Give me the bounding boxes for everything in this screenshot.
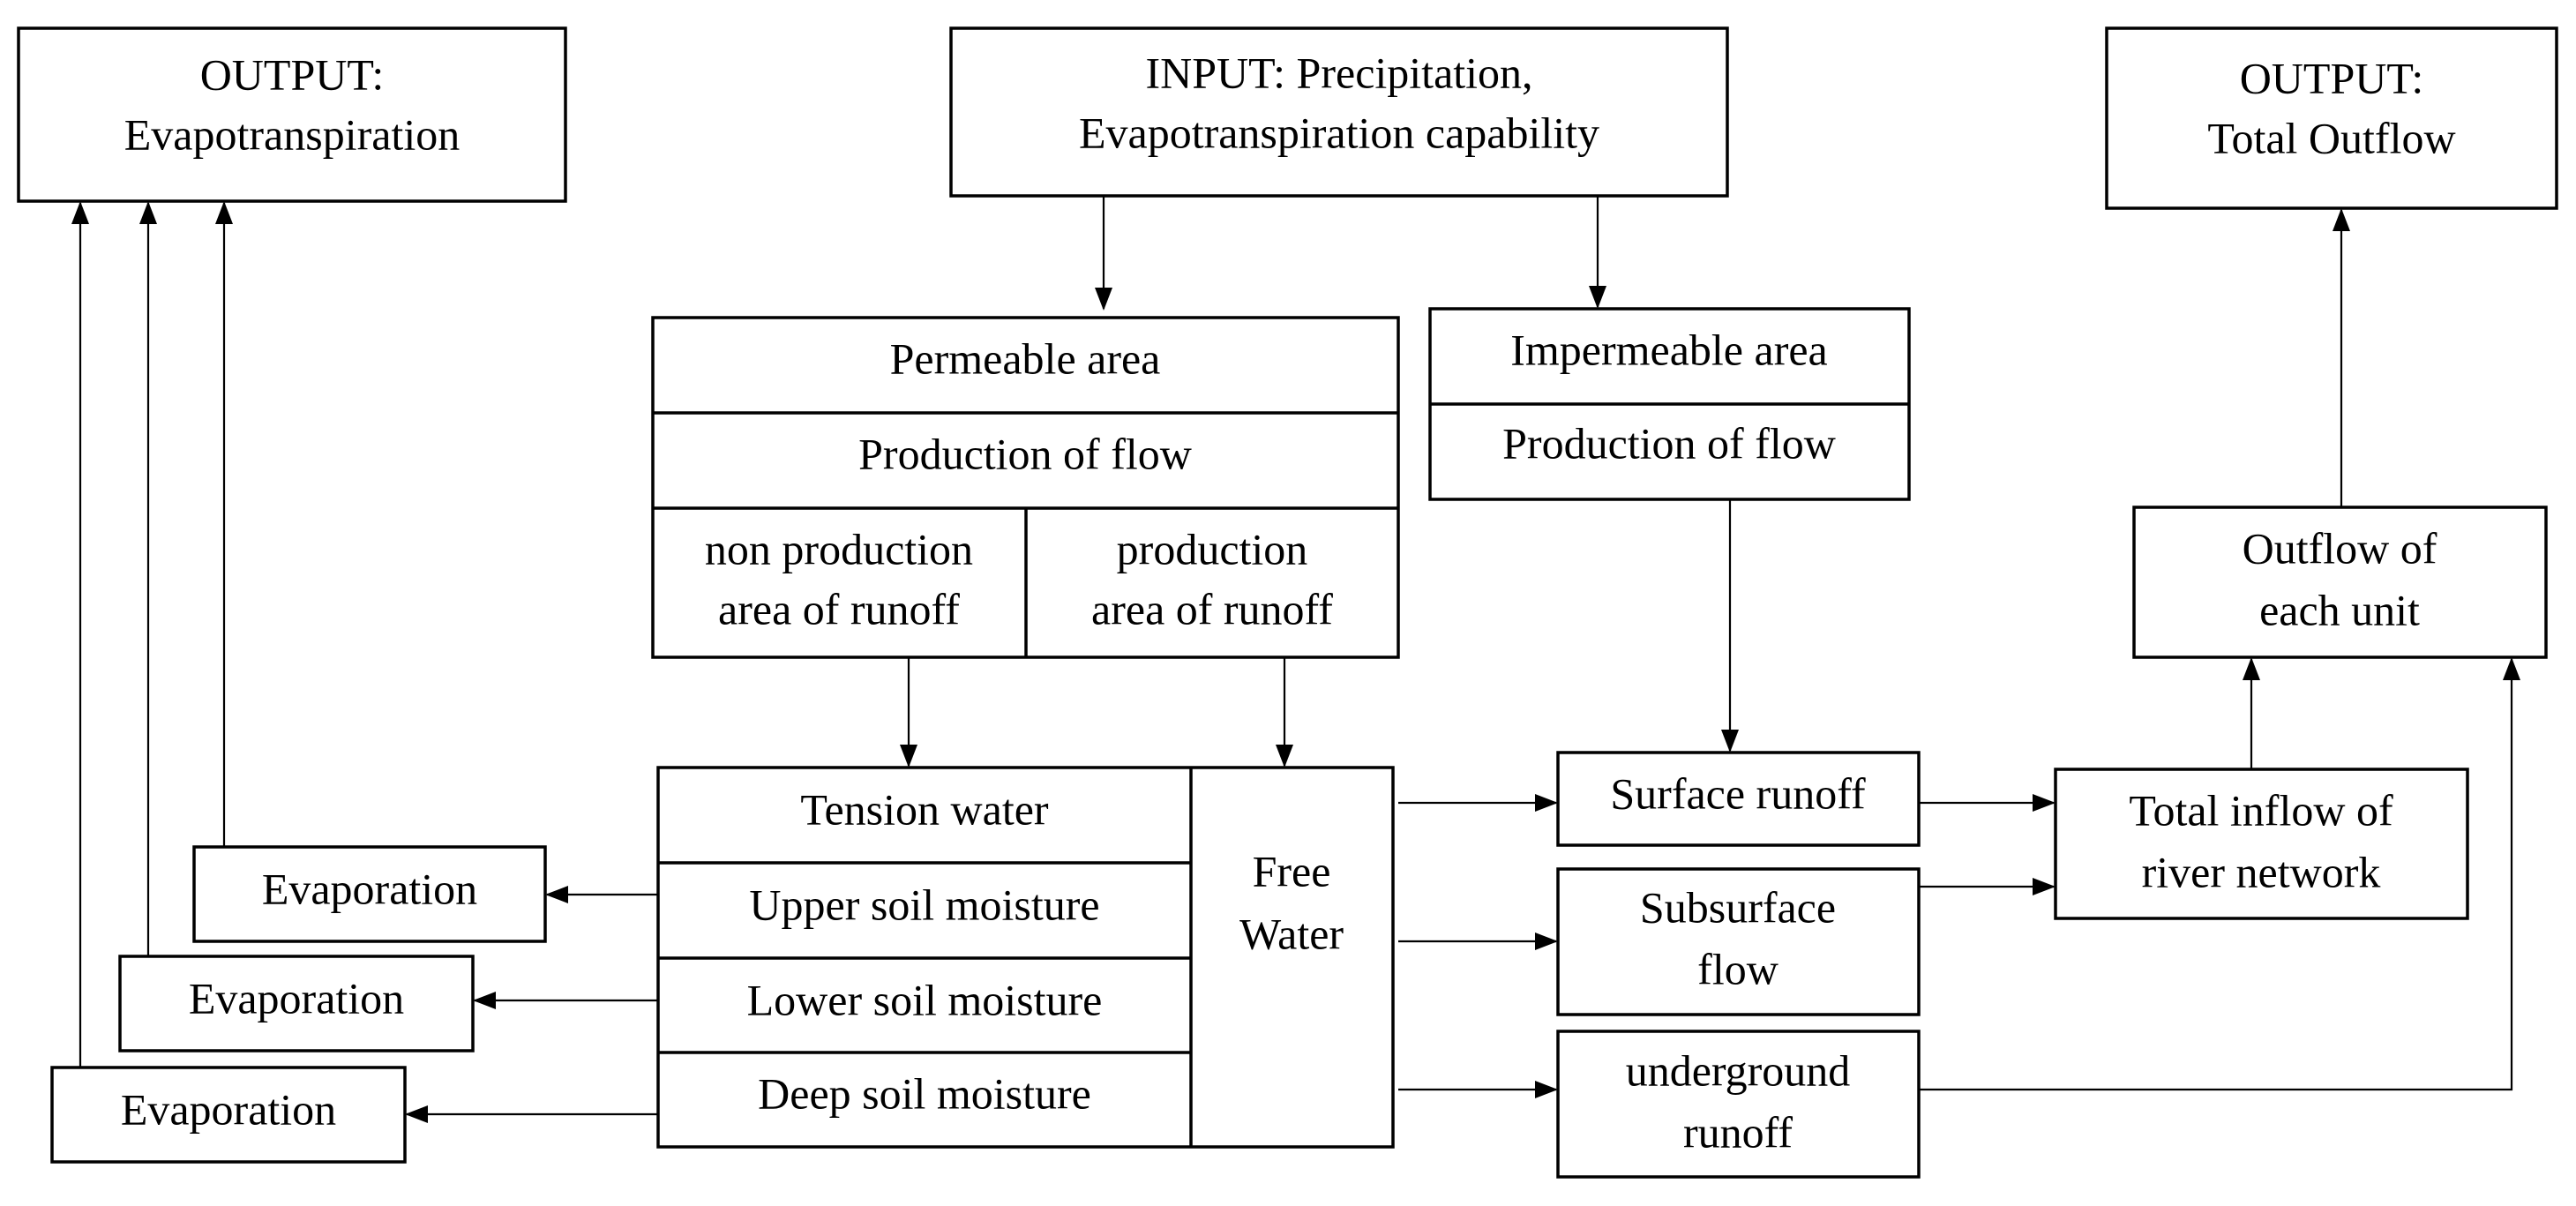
output-total-label-1: OUTPUT: — [2240, 53, 2424, 102]
output-evap-label-2: Evapotranspiration — [124, 109, 460, 159]
outflow-each-unit-box: Outflow of each unit — [2132, 506, 2548, 659]
subsurface-label-2: flow — [1697, 944, 1778, 993]
total-inflow-label-1: Total inflow of — [2129, 785, 2393, 835]
subsurface-label-1: Subsurface — [1640, 882, 1836, 932]
impermeable-area-block: Impermeable area Production of flow — [1428, 307, 1911, 501]
evaporation-label-2: Evaporation — [189, 973, 404, 1022]
connectors — [71, 196, 2520, 1123]
evaporation-label-3: Evaporation — [121, 1084, 336, 1134]
input-box: INPUT: Precipitation, Evapotranspiration… — [949, 26, 1729, 198]
evaporation-box-1: Evaporation — [192, 845, 547, 943]
arrow-underground-to-outflow — [1919, 657, 2520, 1091]
outflow-unit-label-2: each unit — [2259, 585, 2420, 634]
total-inflow-label-2: river network — [2142, 847, 2381, 896]
evaporation-box-2: Evaporation — [118, 955, 475, 1052]
deep-soil-label: Deep soil moisture — [758, 1068, 1091, 1118]
input-label-1: INPUT: Precipitation, — [1145, 48, 1532, 97]
output-evapotranspiration-box: OUTPUT: Evapotranspiration — [17, 26, 567, 203]
output-evap-label-1: OUTPUT: — [200, 49, 385, 99]
impermeable-production-label: Production of flow — [1502, 418, 1836, 468]
subsurface-flow-box: Subsurface flow — [1556, 867, 1921, 1016]
nonproduction-label-1: non production — [705, 524, 973, 573]
underground-label-1: underground — [1626, 1045, 1851, 1095]
production-label-1: production — [1117, 524, 1308, 573]
tension-water-label: Tension water — [800, 784, 1048, 834]
production-label-2: area of runoff — [1091, 584, 1333, 633]
permeable-production-label: Production of flow — [858, 429, 1192, 478]
evaporation-box-3: Evaporation — [50, 1066, 407, 1164]
output-total-label-2: Total Outflow — [2207, 113, 2455, 162]
underground-runoff-box: underground runoff — [1556, 1030, 1921, 1179]
underground-label-2: runoff — [1683, 1107, 1793, 1157]
surface-runoff-box: Surface runoff — [1556, 751, 1921, 847]
surface-runoff-label: Surface runoff — [1610, 768, 1866, 818]
free-water-label-2: Water — [1239, 909, 1344, 958]
permeable-area-label: Permeable area — [890, 333, 1161, 383]
input-label-2: Evapotranspiration capability — [1079, 108, 1599, 157]
permeable-area-block: Permeable area Production of flow non pr… — [651, 316, 1400, 659]
total-inflow-box: Total inflow of river network — [2054, 768, 2469, 920]
nonproduction-label-2: area of runoff — [718, 584, 960, 633]
upper-soil-label: Upper soil moisture — [749, 880, 1099, 929]
soil-moisture-block: Tension water Upper soil moisture Lower … — [656, 766, 1395, 1149]
impermeable-area-label: Impermeable area — [1510, 325, 1827, 374]
free-water-label-1: Free — [1253, 846, 1331, 895]
outflow-unit-label-1: Outflow of — [2243, 523, 2437, 573]
evaporation-label-1: Evaporation — [262, 864, 477, 913]
lower-soil-label: Lower soil moisture — [747, 975, 1103, 1024]
output-total-outflow-box: OUTPUT: Total Outflow — [2105, 26, 2558, 210]
